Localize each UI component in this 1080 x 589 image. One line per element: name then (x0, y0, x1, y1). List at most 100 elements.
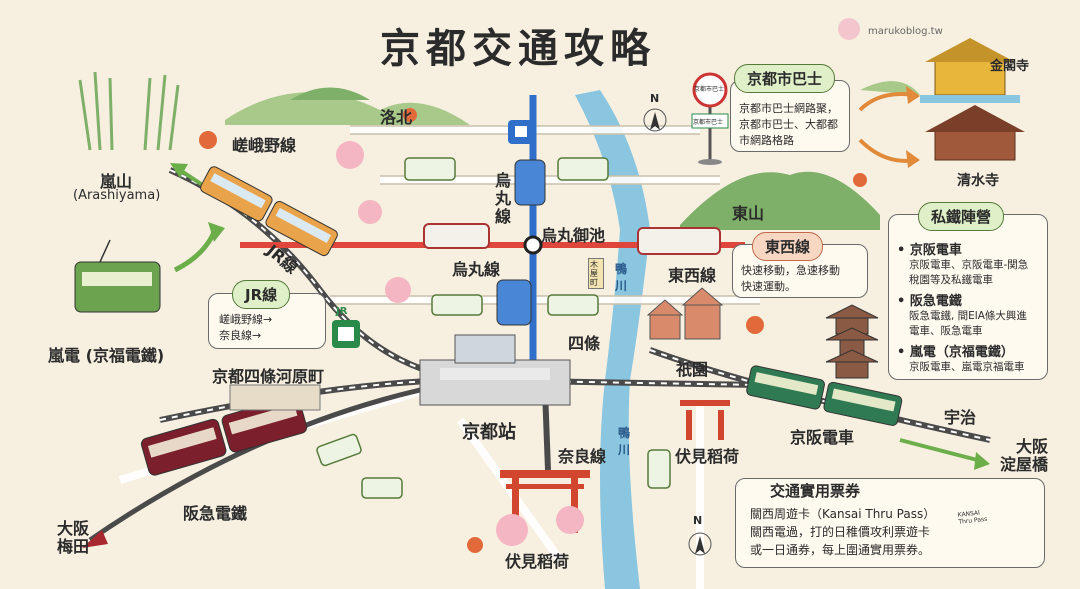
arrow-to-osaka-yodoyabashi (899, 438, 986, 464)
label-nara-line: 奈良線 (558, 447, 607, 466)
keihan-train (746, 365, 903, 426)
private-item-1-body-1: 京阪電車、京阪電車-関急 (909, 259, 1029, 271)
arrow-to-kiyomizudera (858, 138, 916, 163)
bus-7 (647, 449, 671, 489)
private-item-2-body-1: 阪急電鐵, 間ElA條大興進 (909, 310, 1027, 322)
torii-fushimi-main (500, 470, 590, 533)
mountain-east-small (860, 81, 920, 95)
bamboo-grove (78, 71, 180, 151)
randen-train (74, 239, 161, 313)
kiyomizudera-illustration (925, 105, 1025, 161)
karasuma-oike-station-dot (523, 235, 543, 255)
label-fushimi-inari-upper: 伏見稻荷 (675, 447, 740, 466)
label-tozai-line: 東西線 (668, 266, 717, 285)
private-item-3-head: • 嵐電（京福電鐵） (897, 345, 1014, 360)
label-uji: 宇治 (944, 408, 977, 427)
jr-box-line-1: 嵯峨野線→ (219, 313, 273, 326)
jr-box-title: JR線 (232, 280, 291, 309)
tozai-train-east (637, 227, 721, 255)
pass-box-line-1: 關西周遊卡（Kansai Thru Pass） (750, 507, 936, 521)
bus-3 (431, 294, 483, 316)
label-kinkakuji: 金閣寺 (990, 59, 1030, 74)
label-kamogawa-south: 鴨川 (618, 426, 631, 457)
bus-box-line-1: 京都市巴士網路聚， (739, 102, 838, 115)
label-kyoto-station: 京都站 (462, 422, 516, 443)
north-marker-2: N (693, 514, 703, 527)
label-rakuhoku: 洛北 (380, 108, 413, 127)
bus-2 (557, 157, 609, 181)
bus-5 (316, 433, 362, 467)
sagano-train (200, 166, 338, 257)
private-item-2-head: • 阪急電鐵 (897, 294, 962, 309)
bus-sign-top-text: 京都市巴士 (694, 86, 725, 93)
jr-info-box: 嵯峨野線→ 奈良線→ (208, 293, 326, 349)
gion-buildings (646, 287, 724, 340)
label-sagano-line: 嵯峨野線 (232, 136, 297, 155)
bus-box-line-2: 京都市巴士、大都都 (739, 118, 838, 131)
bus-stop-sign (691, 72, 729, 165)
maple-leaves (199, 108, 867, 553)
label-arashiyama: 嵐山 (100, 172, 133, 191)
label-fushimi-inari-lower: 伏見稻荷 (505, 552, 570, 571)
cherry-trees (336, 141, 584, 546)
karasuma-train-north (514, 159, 546, 206)
tozai-box-title: 東西線 (752, 232, 824, 261)
city-bus-title: 京都市巴士 (734, 64, 836, 93)
pass-info-box: 關西周遊卡（Kansai Thru Pass） 關西電過，打的日稚價攻利票遊卡 … (735, 478, 1045, 568)
watermark: marukoblog.tw (868, 26, 943, 37)
bus-6 (361, 477, 403, 499)
label-osaka-yodoyabashi: 大阪 淀屋橋 (1000, 437, 1049, 474)
mountain-higashiyama (680, 171, 880, 230)
label-osaka-umeda: 大阪 梅田 (57, 519, 90, 556)
kiyamachi-sign: 木屋町 (588, 258, 604, 289)
tozai-box-line-2: 快速運動。 (741, 280, 796, 293)
bus-1 (404, 157, 456, 181)
label-kamogawa-north: 鴨川 (615, 262, 628, 293)
label-shijo: 四條 (568, 334, 601, 353)
avatar-icon (838, 18, 860, 40)
tozai-train-west (423, 223, 490, 249)
arrow-up-right (173, 229, 218, 273)
private-item-2-body-2: 電車、阪急電車 (909, 325, 983, 337)
buses (316, 157, 671, 499)
private-railway-title: 私鐵陣營 (918, 202, 1005, 231)
compass-icon-2 (688, 532, 712, 556)
label-kiyomizudera: 清水寺 (957, 173, 999, 189)
label-keihan-line: 京阪電車 (790, 428, 855, 447)
pass-box-title: 交通實用票券 (770, 482, 861, 500)
private-railway-info-box: • 京阪電車 京阪電車、京阪電車-関急 稅園等及私鐵電車 • 阪急電鐵 阪急電鐵… (888, 214, 1048, 380)
tozai-box-line-1: 快速移動，急速移動 (741, 264, 840, 277)
bus-box-line-3: 市網路格路 (739, 134, 794, 147)
pagoda (825, 304, 879, 379)
private-item-3-body-1: 京阪電車、嵐電京福電車 (909, 361, 1025, 373)
arrow-to-kinkakuji (858, 92, 916, 112)
arrow-to-osaka-umeda (82, 530, 108, 548)
label-higashiyama: 東山 (732, 204, 765, 223)
private-item-1-body-2: 稅園等及私鐵電車 (909, 274, 993, 286)
jr-box-line-2: 奈良線→ (219, 329, 262, 342)
bus-sign-bottom-text: 京都市巴士 (693, 119, 724, 126)
compass-icon-1 (643, 108, 667, 132)
kawaramachi-building (229, 384, 321, 411)
mountain-northwest (290, 87, 370, 100)
kinkakuji-illustration (920, 38, 1020, 103)
label-kyoto-shijo-kawaramachi: 京都四條河原町 (212, 367, 325, 386)
torii-fushimi-small (680, 400, 730, 440)
kamogawa-river (575, 90, 650, 589)
bus-4 (547, 294, 599, 316)
north-marker-1: N (650, 92, 660, 105)
label-gion: 祇園 (676, 360, 709, 379)
page-title: 京都交通攻略 (380, 25, 656, 72)
karasuma-train-south (496, 279, 532, 326)
pass-box-line-3: 或一日通券，每上圍通實用票券。 (750, 543, 931, 557)
label-arashiyama-en: (Arashiyama) (73, 188, 161, 203)
label-karasuma-line-vertical: 烏丸線 (495, 171, 512, 226)
label-karasuma-line: 烏丸線 (452, 260, 501, 279)
pass-box-line-2: 關西電過，打的日稚價攻利票遊卡 (750, 525, 931, 539)
label-karasuma-oike: 烏丸御池 (541, 226, 606, 245)
private-item-1-head: • 京阪電車 (897, 243, 962, 258)
kyoto-station-building (419, 334, 571, 406)
jr-badge-text: JR (336, 306, 348, 317)
